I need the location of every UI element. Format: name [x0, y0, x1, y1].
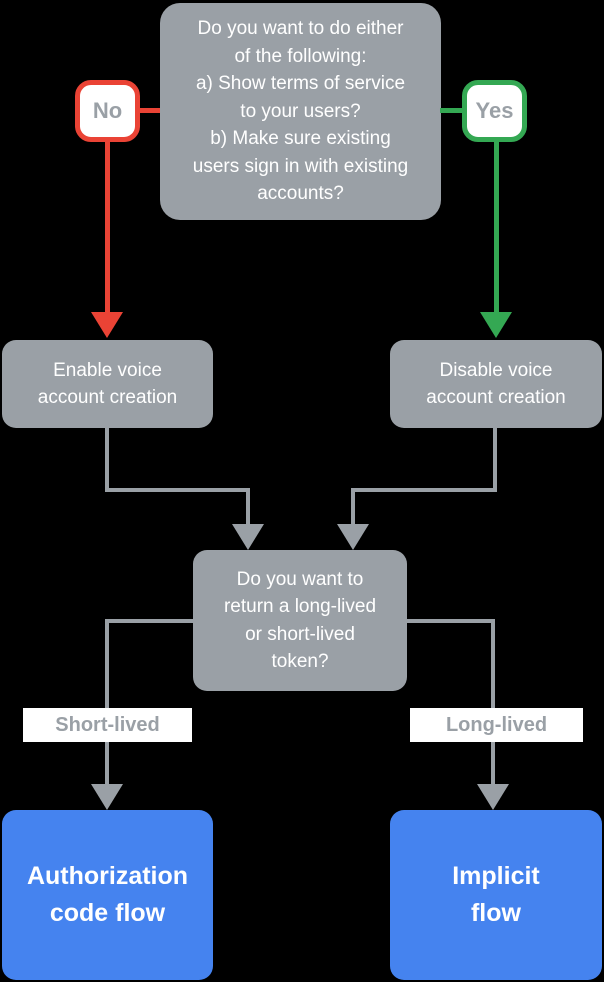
long-lived-label: Long-lived — [410, 708, 583, 742]
gray-arrow-down-icon — [232, 524, 264, 550]
disable-exit-hline — [351, 488, 497, 492]
yes-branch-hline — [440, 108, 462, 113]
yes-label: Yes — [462, 80, 527, 142]
enable-entry-vline — [246, 488, 250, 526]
disable-exit-vline — [493, 428, 497, 492]
no-branch-vline — [105, 139, 110, 312]
no-branch-hline — [140, 108, 160, 113]
long-lived-vline — [491, 619, 495, 784]
short-lived-hline — [105, 619, 193, 623]
enable-voice-node: Enable voice account creation — [2, 340, 213, 428]
authorization-code-flow-node: Authorization code flow — [2, 810, 213, 980]
disable-entry-vline — [351, 488, 355, 526]
gray-arrow-down-icon — [477, 784, 509, 810]
root-question-node: Do you want to do either of the followin… — [160, 3, 441, 220]
short-lived-vline — [105, 619, 109, 784]
green-arrow-down-icon — [480, 312, 512, 338]
token-question-node: Do you want to return a long-lived or sh… — [193, 550, 407, 691]
gray-arrow-down-icon — [91, 784, 123, 810]
enable-exit-vline — [105, 428, 109, 492]
gray-arrow-down-icon — [337, 524, 369, 550]
disable-voice-node: Disable voice account creation — [390, 340, 602, 428]
enable-exit-hline — [105, 488, 250, 492]
no-label: No — [75, 80, 140, 142]
long-lived-hline — [407, 619, 495, 623]
implicit-flow-node: Implicit flow — [390, 810, 602, 980]
yes-branch-vline — [494, 139, 499, 312]
short-lived-label: Short-lived — [23, 708, 192, 742]
red-arrow-down-icon — [91, 312, 123, 338]
